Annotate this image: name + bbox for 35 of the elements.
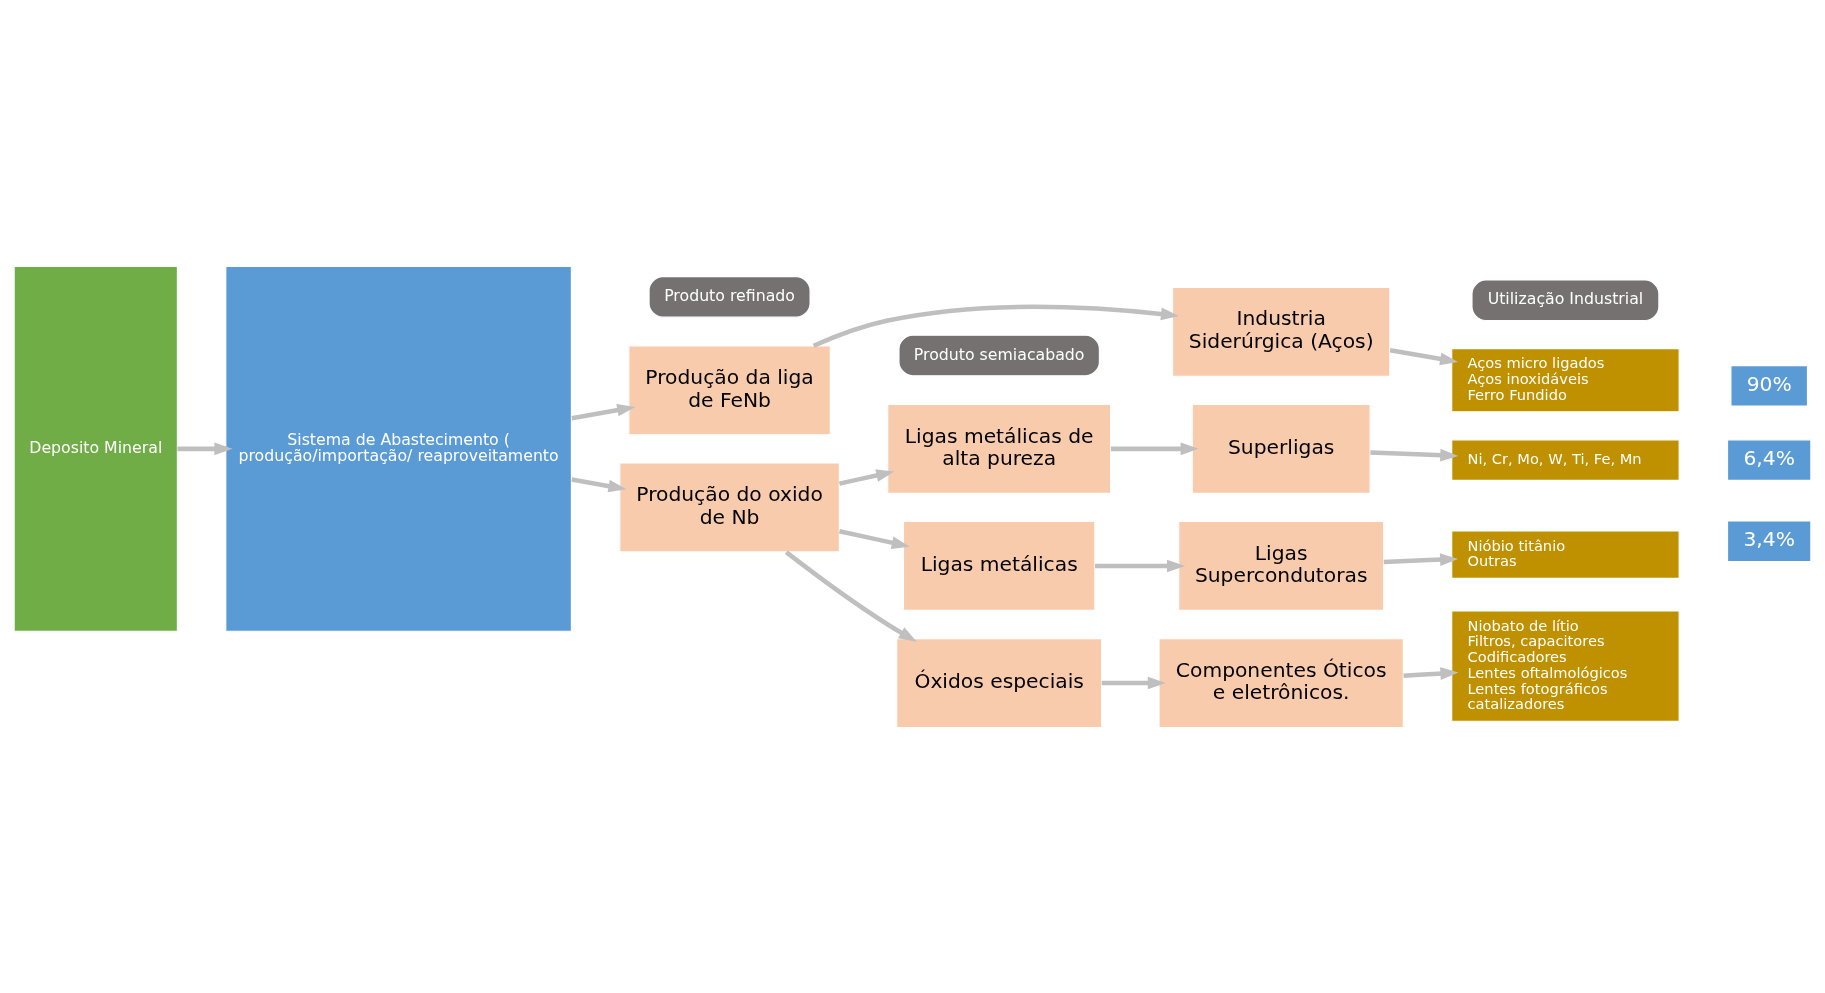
arrow xyxy=(177,442,233,455)
node-box: Deposito Mineral xyxy=(13,265,178,632)
node-box: Produção da liga de FeNb xyxy=(628,344,831,435)
arrow xyxy=(784,549,917,642)
node-box: Nióbio titânio Outras xyxy=(1451,530,1680,579)
arrow xyxy=(571,476,627,492)
arrow xyxy=(1095,559,1186,572)
node-box: Ni, Cr, Mo, W, Ti, Fe, Mn xyxy=(1451,438,1680,481)
node-box: Produção do oxido de Nb xyxy=(619,461,840,552)
node-box: Utilização Industrial xyxy=(1471,278,1660,321)
node-box: Ligas metálicas xyxy=(902,520,1096,611)
arrow xyxy=(1370,448,1459,461)
arrow xyxy=(571,403,636,420)
node-box: Sistema de Abastecimento ( produção/importação/ reaproveitamento xyxy=(225,265,572,632)
arrow xyxy=(1110,442,1199,455)
node-box: 6,4% xyxy=(1726,438,1812,481)
node-box: 3,4% xyxy=(1726,519,1812,562)
arrow xyxy=(1389,347,1459,365)
node-box: 90% xyxy=(1730,364,1809,407)
arrow xyxy=(1383,552,1459,566)
arrow xyxy=(838,468,895,486)
node-box: Ligas metálicas de alta pureza xyxy=(887,403,1112,494)
node-box: Componentes Óticos e eletrônicos. xyxy=(1158,637,1404,728)
node-box: Aços micro ligados Aços inoxidáveis Ferro Fundido xyxy=(1451,347,1680,412)
node-box: Niobato de lítio Filtros, capacitores Codificadores Lentes oftalmológicos Lentes fotográficos catalizadores xyxy=(1451,609,1680,722)
node-box: Superligas xyxy=(1191,403,1371,494)
arrow xyxy=(812,304,1180,348)
arrow xyxy=(1101,676,1166,689)
arrow xyxy=(838,528,910,549)
node-box: Industria Siderúrgica (Aços) xyxy=(1172,286,1391,377)
node-box: Produto semiacabado xyxy=(898,334,1100,376)
node-box: Produto refinado xyxy=(648,275,811,318)
node-box: Ligas Supercondutoras xyxy=(1178,520,1385,611)
arrow xyxy=(1403,666,1459,680)
node-box: Óxidos especiais xyxy=(896,637,1103,728)
